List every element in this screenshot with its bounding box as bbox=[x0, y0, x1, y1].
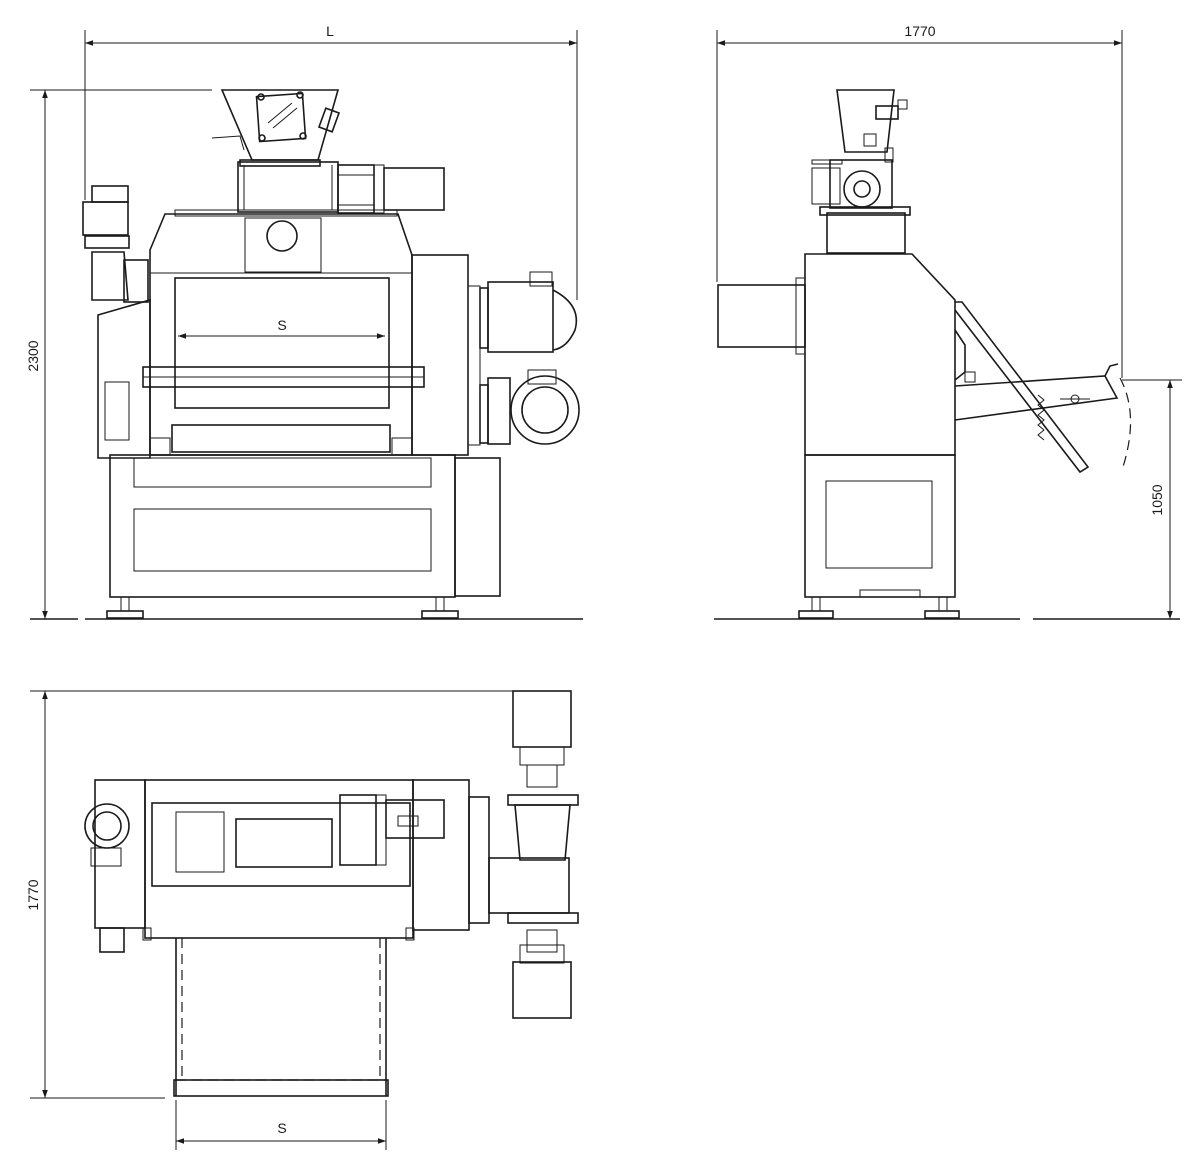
side-dimensions bbox=[716, 30, 1182, 619]
front-lower-frame bbox=[109, 454, 501, 598]
top-body bbox=[84, 779, 490, 953]
top-right-motors bbox=[488, 690, 579, 1019]
side-conveyor bbox=[954, 301, 1132, 474]
front-feet bbox=[106, 596, 459, 619]
front-view: L 2300 S bbox=[25, 23, 583, 620]
side-conveyor-height-label: 1050 bbox=[1149, 484, 1165, 515]
top-conveyor-width-label: S bbox=[277, 1120, 286, 1136]
front-top-extruder bbox=[211, 89, 445, 214]
front-dimensions bbox=[30, 30, 578, 619]
front-right-motors bbox=[411, 254, 580, 456]
front-length-label: L bbox=[326, 23, 334, 39]
front-left-motor bbox=[82, 185, 151, 459]
side-view: 1770 1050 bbox=[714, 23, 1182, 620]
front-height-label: 2300 bbox=[25, 340, 41, 371]
top-dimensions bbox=[30, 690, 513, 1150]
front-roller-width-label: S bbox=[277, 317, 286, 333]
side-body bbox=[717, 89, 956, 598]
side-depth-label: 1770 bbox=[904, 23, 935, 39]
side-feet bbox=[798, 596, 960, 619]
top-depth-label: 1770 bbox=[25, 879, 41, 910]
top-view: 1770 S bbox=[25, 690, 579, 1150]
top-conveyor bbox=[173, 938, 389, 1097]
